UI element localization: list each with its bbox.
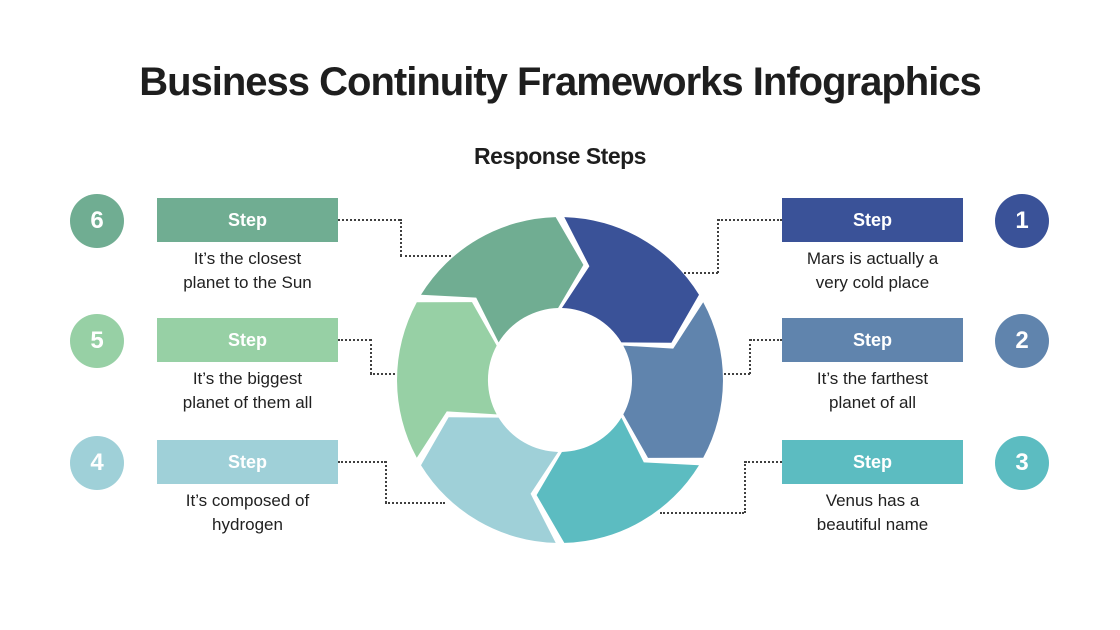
connector-step4-h2 bbox=[385, 502, 445, 504]
step-6-label: Step bbox=[227, 209, 267, 230]
connector-step6-h2 bbox=[400, 255, 451, 257]
step-5-description: It’s the biggest planet of them all bbox=[182, 369, 313, 412]
step-3-box: Step bbox=[782, 440, 963, 484]
connector-step6-h1 bbox=[338, 219, 400, 221]
page-subtitle: Response Steps bbox=[474, 143, 646, 169]
connector-step3-h1 bbox=[745, 461, 782, 463]
wheel-segment-step3 bbox=[536, 417, 699, 543]
step-1-number: 1 bbox=[1015, 207, 1029, 234]
step-4-number: 4 bbox=[90, 449, 104, 476]
step-6-description: It’s the closest planet to the Sun bbox=[183, 249, 312, 292]
step-4-number-badge: 4 bbox=[70, 436, 124, 490]
connector-step2-h2 bbox=[724, 373, 750, 375]
step-2-description: It’s the farthest planet of all bbox=[816, 369, 929, 412]
wheel-segment-step6 bbox=[421, 217, 584, 343]
step-1-number-badge: 1 bbox=[995, 194, 1049, 248]
connector-step6-v bbox=[400, 219, 402, 256]
connector-step5-h2 bbox=[370, 373, 395, 375]
step-2-box: Step bbox=[782, 318, 963, 362]
step-5-number-badge: 5 bbox=[70, 314, 124, 368]
step-5-number: 5 bbox=[90, 327, 104, 354]
connector-step1-h1 bbox=[718, 219, 782, 221]
cycle-wheel-diagram bbox=[397, 217, 723, 543]
step-5-label: Step bbox=[227, 329, 267, 350]
step-1-description: Mars is actually a very cold place bbox=[806, 249, 939, 292]
connector-step2-v bbox=[749, 339, 751, 374]
step-6-box: Step bbox=[157, 198, 338, 242]
step-3-number-badge: 3 bbox=[995, 436, 1049, 490]
wheel-segment-step1 bbox=[561, 217, 699, 343]
connector-step4-v bbox=[385, 461, 387, 503]
step-1-box: Step bbox=[782, 198, 963, 242]
step-2-label: Step bbox=[852, 329, 892, 350]
step-5-box: Step bbox=[157, 318, 338, 362]
step-4-description: It’s composed of hydrogen bbox=[185, 491, 310, 534]
connector-step4-h1 bbox=[338, 461, 386, 463]
wheel-segment-step4 bbox=[421, 417, 559, 543]
connector-step3-h2 bbox=[660, 512, 744, 514]
wheel-segment-step5 bbox=[397, 302, 497, 458]
step-4-box: Step bbox=[157, 440, 338, 484]
step-3-description: Venus has a beautiful name bbox=[816, 491, 929, 534]
step-6-number: 6 bbox=[90, 207, 104, 234]
connector-step1-h2 bbox=[684, 272, 718, 274]
step-1-label: Step bbox=[852, 209, 892, 230]
step-2-number: 2 bbox=[1015, 327, 1029, 354]
connector-step3-v bbox=[744, 461, 746, 513]
connector-step5-h1 bbox=[338, 339, 371, 341]
page-title: Business Continuity Frameworks Infograph… bbox=[139, 60, 982, 104]
step-3-number: 3 bbox=[1015, 449, 1029, 476]
wheel-segment-step2 bbox=[623, 302, 723, 458]
step-2-number-badge: 2 bbox=[995, 314, 1049, 368]
step-6-number-badge: 6 bbox=[70, 194, 124, 248]
connector-step5-v bbox=[370, 339, 372, 374]
connector-step1-v bbox=[717, 219, 719, 273]
step-4-label: Step bbox=[227, 451, 267, 472]
connector-step2-h1 bbox=[750, 339, 782, 341]
step-3-label: Step bbox=[852, 451, 892, 472]
